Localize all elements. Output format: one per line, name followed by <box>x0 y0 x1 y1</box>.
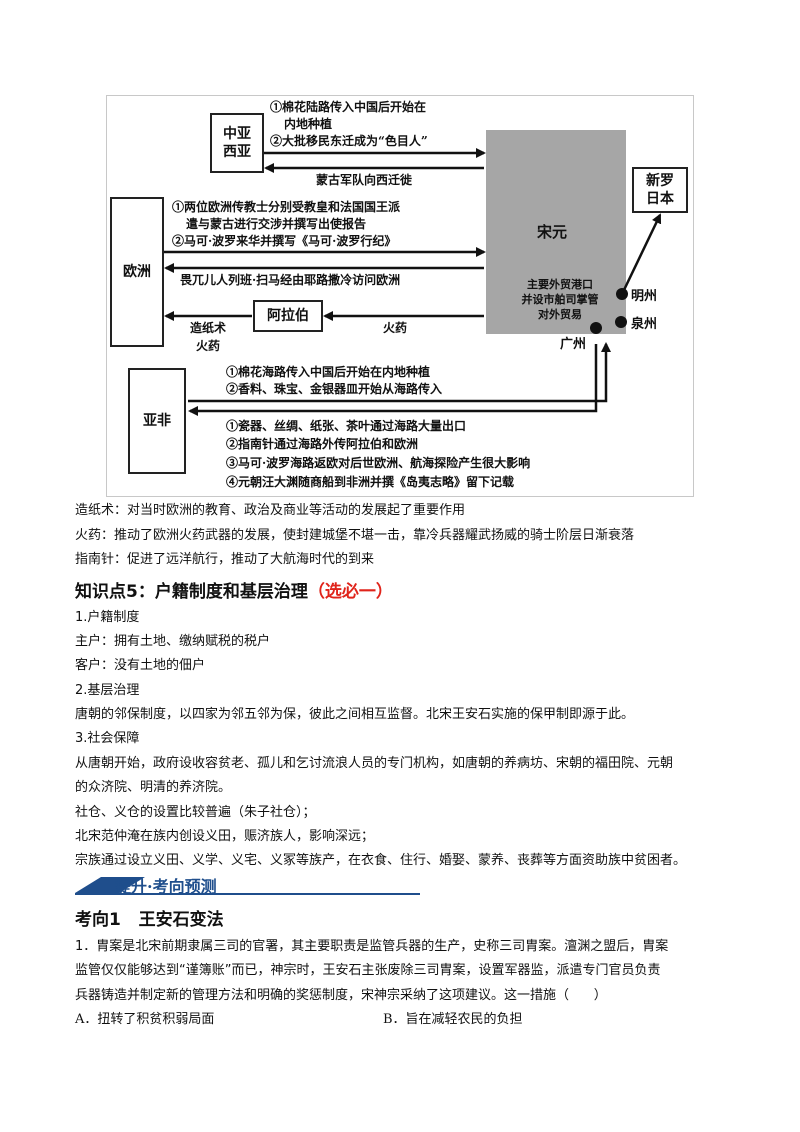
question-line-2: 监管仅仅能够达到“谨簿账”而已，神宗时，王安石主张废除三司胄案，设置军器监，派遣… <box>75 963 661 978</box>
port-guangzhou: 广州 <box>560 337 587 352</box>
section5-heading: 知识点5：户籍制度和基层治理（选必一） <box>75 582 393 602</box>
port-dot-guangzhou <box>590 322 602 334</box>
label-cotton-land-2: 内地种植 <box>284 117 333 131</box>
label-spices: ②香料、珠宝、金银器皿开始从海路传入 <box>226 382 443 396</box>
sub-social-security: 3.社会保障 <box>75 731 140 746</box>
question-line-3: 兵器铸造并制定新的管理方法和明确的奖惩制度，宋神宗采纳了这项建议。这一措施（ ） <box>75 988 607 1003</box>
question-line-1: 1．胄案是北宋前期隶属三司的官署，其主要职责是监管兵器的生产，史称三司胄案。澶渊… <box>75 939 669 954</box>
label-gunpowder: 火药 <box>383 321 408 335</box>
song-yuan-region <box>486 130 626 334</box>
kaoxiang-title: 考向1 王安石变法 <box>75 910 224 930</box>
section5-tag: （选必一） <box>307 582 393 602</box>
kehu-definition: 客户：没有土地的佃户 <box>75 658 206 673</box>
fan-zhongyan: 北宋范仲淹在族内创设义田，赈济族人，影响深远； <box>75 829 375 844</box>
label-mongol-west: 蒙古军队向西迁徙 <box>316 173 413 187</box>
note-compass: 指南针：促进了远洋航行，推动了大航海时代的到来 <box>75 552 375 567</box>
arrow-china-to-africa <box>188 344 598 416</box>
label-semu: ②大批移民东迁成为“色目人” <box>270 134 428 148</box>
label-cotton-land-1: ①棉花陆路传入中国后开始在 <box>270 100 427 114</box>
label-compass: ②指南针通过海路外传阿拉伯和欧洲 <box>226 437 419 451</box>
box-silla-japan: 新罗 日本 <box>632 167 688 213</box>
zhuhu-definition: 主户：拥有土地、缴纳赋税的税户 <box>75 634 271 649</box>
option-a[interactable]: A．扭转了积贫积弱局面 <box>75 1012 215 1027</box>
label-wang-dayuan: ④元朝汪大渊随商船到非洲并撰《岛夷志略》留下记载 <box>226 475 515 489</box>
arrow-to-silla-japan <box>622 213 662 291</box>
port-dot-mingzhou <box>616 288 628 300</box>
note-gunpowder: 火药：推动了欧洲火药武器的发展，使封建城堡不堪一击，靠冷兵器耀武扬威的骑士阶层日… <box>75 528 635 543</box>
label-missionaries-2: 遣与蒙古进行交涉并撰写出使报告 <box>186 217 367 231</box>
label-gunpowder-to-europe: 火药 <box>196 339 221 353</box>
box-arabia: 阿拉伯 <box>253 300 323 332</box>
option-b[interactable]: B．旨在减轻农民的负担 <box>383 1012 523 1027</box>
label-marco-polo: ②马可·波罗来华并撰写《马可·波罗行纪》 <box>172 234 397 248</box>
box-europe: 欧洲 <box>110 197 164 347</box>
label-papermaking: 造纸术 <box>190 321 227 335</box>
banner-title: 提升·考向预测 <box>115 877 217 896</box>
sub-governance: 2.基层治理 <box>75 683 140 698</box>
welfare-line-2: 的众济院、明清的养济院。 <box>75 780 232 795</box>
port-dot-quanzhou <box>615 316 627 328</box>
note-papermaking: 造纸术：对当时欧洲的教育、政治及商业等活动的发展起了重要作用 <box>75 503 466 518</box>
label-marco-polo-return: ③马可·波罗海路返欧对后世欧洲、航海探险产生很大影响 <box>226 456 531 470</box>
label-porcelain-export: ①瓷器、丝绸、纸张、茶叶通过海路大量出口 <box>226 419 467 433</box>
song-yuan-label: 宋元 <box>537 223 568 241</box>
box-asia-africa: 亚非 <box>128 368 186 474</box>
arrow-africa-to-china <box>188 342 611 403</box>
box-central-west-asia: 中亚 西亚 <box>210 113 264 173</box>
label-cotton-sea: ①棉花海路传入中国后开始在内地种植 <box>226 365 431 379</box>
diagram-arrows <box>164 130 662 416</box>
label-missionaries-1: ①两位欧洲传教士分别受教皇和法国国王派 <box>172 200 401 214</box>
trade-diagram <box>106 95 694 497</box>
granary: 社仓、义仓的设置比较普遍（朱子社仓）； <box>75 805 316 820</box>
label-rabban-sauma: 畏兀儿人列班·扫马经由耶路撒冷访问欧洲 <box>180 273 401 287</box>
sub-hukou: 1.户籍制度 <box>75 610 140 625</box>
port-management-note: 主要外贸港口 并设市舶司掌管 对外贸易 <box>521 278 599 321</box>
clan-property: 宗族通过设立义田、义学、义宅、义冢等族产，在衣食、住行、婚娶、蒙养、丧葬等方面资… <box>75 853 687 868</box>
banner-decoration <box>75 877 420 895</box>
welfare-line-1: 从唐朝开始，政府设收容贫老、孤儿和乞讨流浪人员的专门机构，如唐朝的养病坊、宋朝的… <box>75 756 674 771</box>
tang-linbao: 唐朝的邻保制度，以四家为邻五邻为保，彼此之间相互监督。北宋王安石实施的保甲制即源… <box>75 707 635 722</box>
port-quanzhou: 泉州 <box>631 317 658 332</box>
banner: 提升·考向预测 <box>75 873 420 897</box>
port-mingzhou: 明州 <box>631 289 658 304</box>
